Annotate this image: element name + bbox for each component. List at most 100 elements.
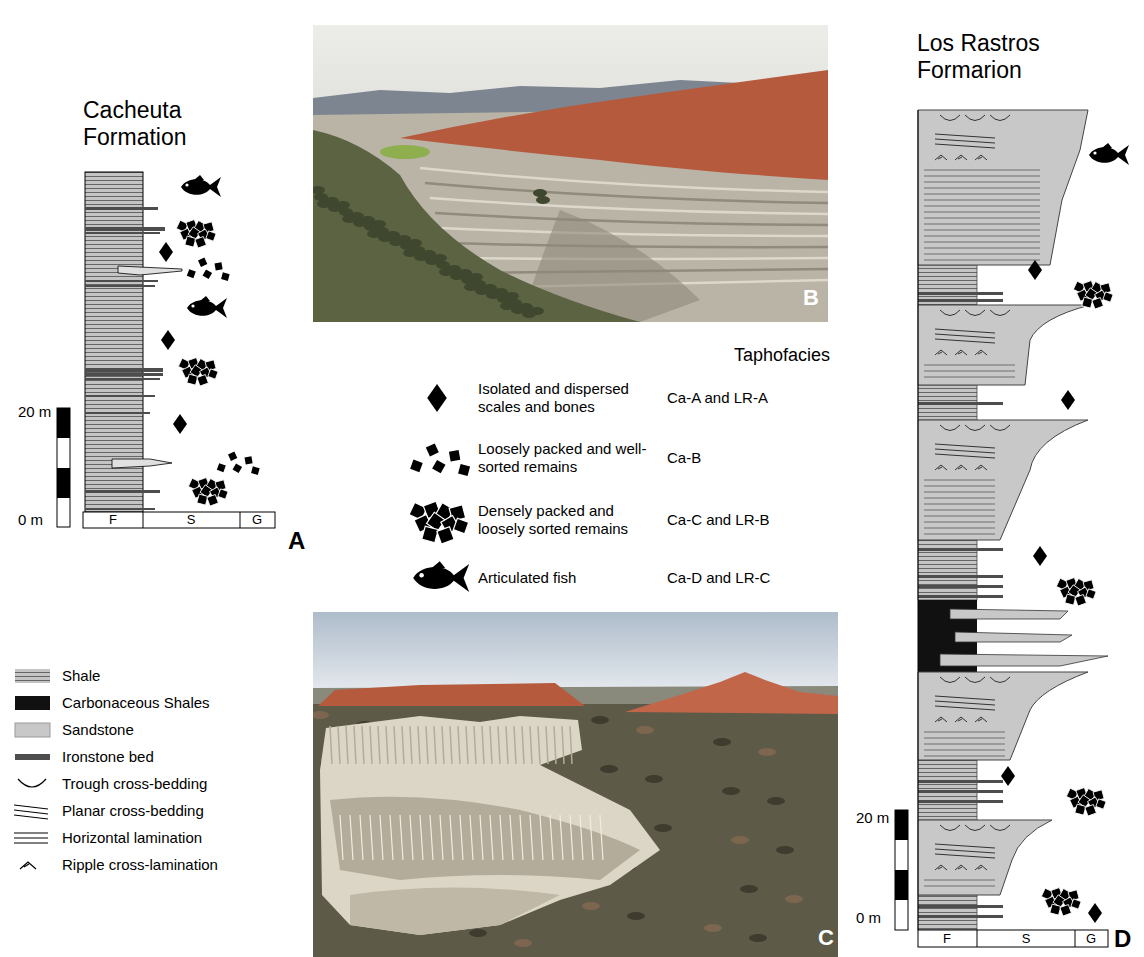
erosion-rill <box>370 726 372 764</box>
horizontal-lamination <box>924 224 1040 225</box>
grain-size-divider <box>143 512 144 528</box>
shrub <box>731 836 749 844</box>
scale-bar <box>57 408 70 438</box>
grain-size-label: S <box>1022 931 1031 946</box>
column-a <box>57 172 275 528</box>
sandstone-lens <box>118 266 182 275</box>
grain-size-label: S <box>187 512 196 527</box>
grain-size-scale <box>83 512 275 528</box>
horizontal-lamination <box>924 254 1040 255</box>
sandstone-lens <box>940 654 1108 666</box>
shrub <box>591 716 609 724</box>
column-d <box>895 110 1129 947</box>
horizontal-lamination <box>924 480 995 481</box>
vegetation <box>313 130 640 322</box>
erosion-rill <box>360 815 363 860</box>
ripple-cross-lamination <box>975 717 987 722</box>
planar-cross-bedding <box>935 701 995 705</box>
trough-cross-bedding <box>990 425 1010 431</box>
scale-label: 20 m <box>18 403 51 421</box>
ironstone-bed <box>918 585 1003 588</box>
erosion-rill <box>520 815 523 860</box>
illustration-part <box>15 696 50 760</box>
shrub <box>713 738 731 746</box>
horizontal-lamination <box>924 522 995 523</box>
trough-cross-bedding <box>940 677 960 683</box>
shale-interval <box>918 895 977 930</box>
ripple-cross-lamination <box>955 465 967 470</box>
legend-samples <box>14 384 470 869</box>
erosion-rill <box>546 726 548 764</box>
taphofacies-symbol <box>1089 143 1129 165</box>
scale-bar <box>895 810 908 840</box>
trough-cross-bedding <box>965 115 985 121</box>
planar-cross-bedding <box>935 339 995 343</box>
green-patch <box>380 145 430 159</box>
horizontal-lamination <box>924 212 1040 213</box>
horizontal-lamination <box>924 260 1040 261</box>
horizontal-lamination <box>924 486 995 487</box>
legend-text: Trough cross-bedding <box>62 775 207 793</box>
taphofacies-symbol <box>1061 390 1075 410</box>
grain-size-label: G <box>1086 931 1096 946</box>
ripple-cross-lamination <box>935 155 947 160</box>
horizontal-lamination <box>924 194 1040 195</box>
cliff-base <box>350 888 560 936</box>
shrub <box>636 726 654 734</box>
horizontal-lamination <box>924 371 1015 372</box>
erosion-rill <box>338 726 340 764</box>
shrub <box>500 302 514 310</box>
ironstone-bed <box>85 280 158 282</box>
trough-cross-bedding <box>990 310 1010 316</box>
erosion-rill <box>562 726 564 764</box>
legend-symbol <box>18 779 46 787</box>
horizontal-lamination <box>924 880 995 881</box>
trough-cross-bedding <box>990 825 1010 831</box>
taphofacies-symbol <box>1073 281 1113 310</box>
ironstone-bed <box>918 575 1003 578</box>
sandstone-lens <box>950 609 1068 619</box>
red-hill <box>400 70 828 180</box>
legend-text: Densely packed and loosely sorted remain… <box>478 502 648 537</box>
shrub <box>785 895 803 903</box>
legend-text: Ironstone bed <box>62 748 154 766</box>
taphofacies-symbol <box>187 258 230 281</box>
shrub <box>749 934 767 942</box>
erosion-rill <box>490 726 492 764</box>
horizontal-lamination <box>924 365 1015 366</box>
erosion-rill <box>522 726 524 764</box>
trough-cross-bedding <box>940 310 960 316</box>
strata-band <box>425 183 828 203</box>
legend-text: Loosely packed and well-sorted remains <box>478 440 648 475</box>
taphofacies-symbol <box>188 478 228 507</box>
horizontal-lamination <box>924 504 995 505</box>
horizontal-lamination <box>924 498 995 499</box>
erosion-rill <box>550 815 553 860</box>
shrub <box>439 268 453 276</box>
sandstone-unit <box>918 820 1052 895</box>
ironstone-bed <box>85 232 160 234</box>
legend-swatch <box>15 754 50 760</box>
horizontal-lamination <box>924 230 1040 231</box>
planar-cross-bedding <box>935 849 995 853</box>
ironstone-bed <box>918 402 1003 405</box>
shrub <box>464 283 478 291</box>
horizontal-lamination <box>924 744 1005 745</box>
sandstone-lens <box>955 632 1072 642</box>
erosion-rill <box>554 726 556 764</box>
erosion-rill <box>570 815 573 860</box>
trough-cross-bedding <box>965 310 985 316</box>
shrub <box>533 189 547 197</box>
horizontal-lamination <box>924 236 1040 237</box>
erosion-rill <box>530 726 532 764</box>
erosion-rill <box>426 726 428 764</box>
erosion-rill <box>442 726 444 764</box>
trough-cross-bedding <box>940 115 960 121</box>
sandstone-unit <box>918 110 1088 265</box>
sky <box>313 612 838 957</box>
grain-size-divider <box>1075 930 1076 947</box>
erosion-rill <box>460 815 463 860</box>
horizontal-lamination <box>924 534 995 535</box>
erosion-rill <box>386 726 388 764</box>
formation-title: Cacheuta Formation <box>83 97 233 151</box>
